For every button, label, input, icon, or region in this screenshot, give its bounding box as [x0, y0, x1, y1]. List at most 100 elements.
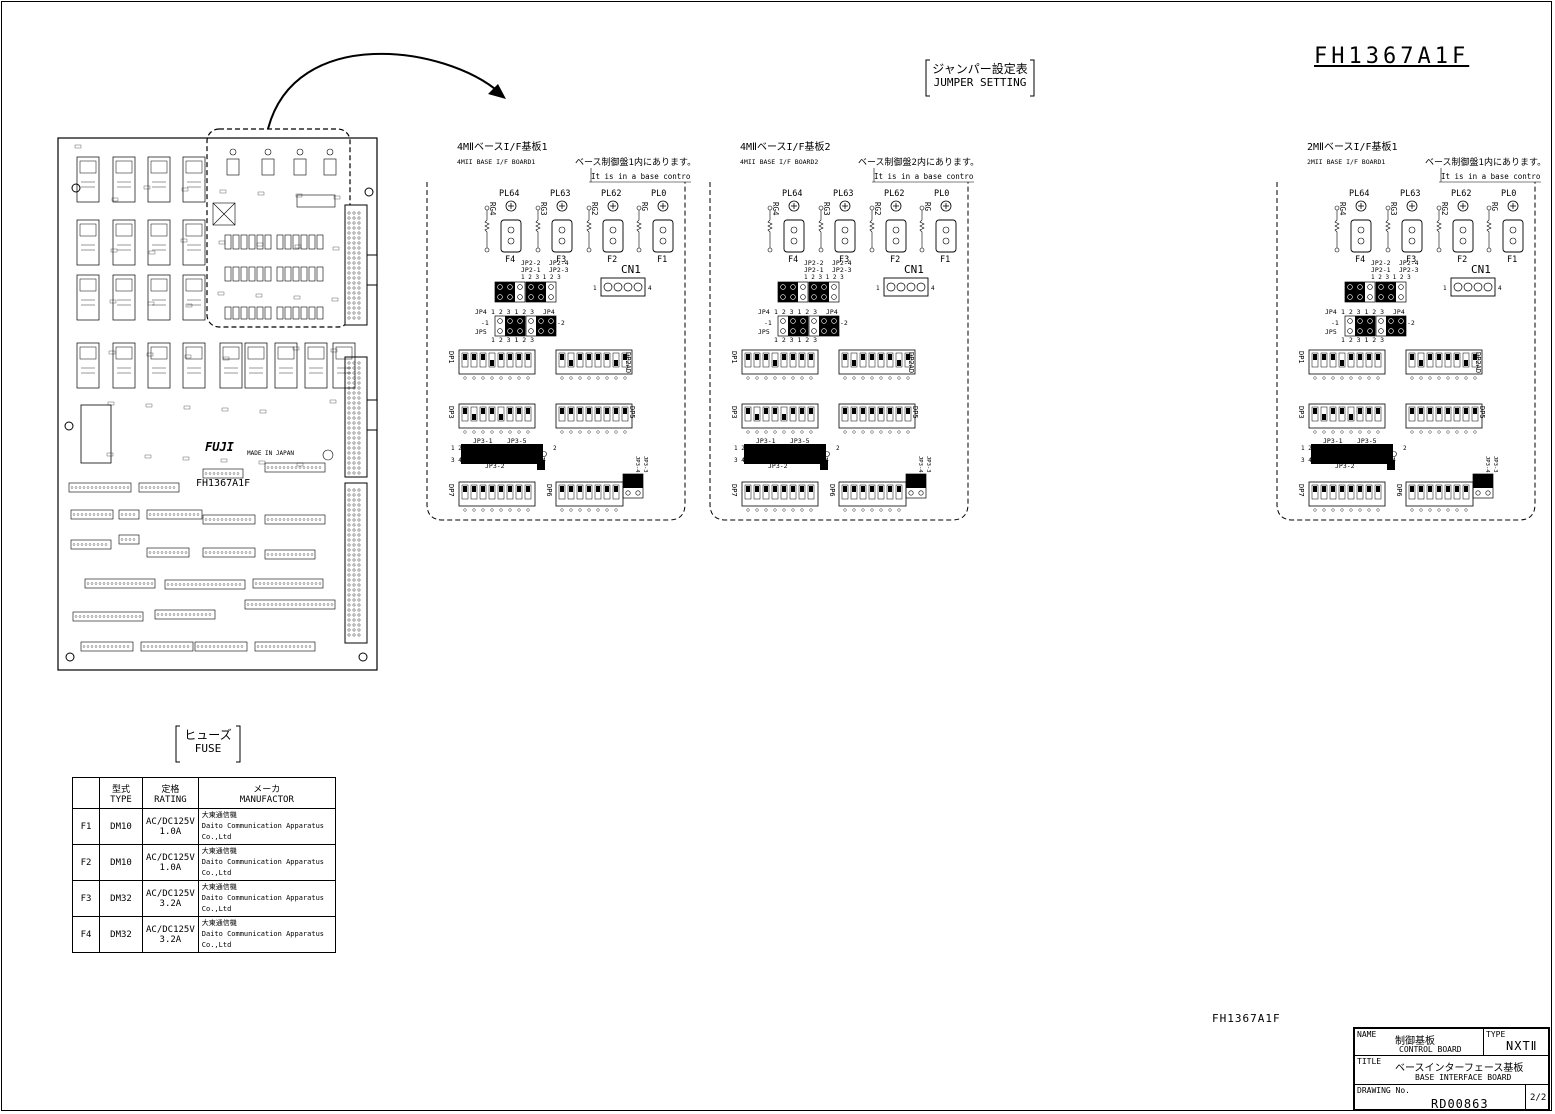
drawing-code-title: FH1367A1F [1314, 44, 1470, 69]
dip-switch [1308, 481, 1386, 507]
led-icon [788, 200, 800, 212]
svg-text:1 2 3 1 2 3: 1 2 3 1 2 3 [1341, 308, 1384, 316]
fuse-holder-icon [551, 219, 573, 253]
jp3-jumper-block [461, 444, 543, 464]
svg-text:JP2-2: JP2-2 [521, 259, 541, 267]
board-title-en: 4MII BASE I/F BOARD1 [457, 158, 535, 166]
fuse-label: F1 [1507, 255, 1517, 265]
svg-text:3 4: 3 4 [451, 457, 462, 464]
pcb-drawing: FUJI MADE IN JAPAN FH1367A1F [57, 52, 506, 671]
fuse-label: F3 [556, 255, 566, 265]
jp3-jumper-block [744, 444, 826, 464]
dip-label: DP5 [628, 406, 636, 419]
svg-text:JP2-1: JP2-1 [521, 266, 541, 274]
cn1-connector [1450, 277, 1496, 297]
tb-type-cell: TYPE NXTⅡ [1483, 1028, 1549, 1056]
led-icon [890, 200, 902, 212]
cn1-label: CN1 [621, 263, 641, 276]
pcb-board-code: FH1367A1F [196, 478, 250, 489]
pl-label: PL0 [651, 189, 666, 199]
fuse-holder-icon [652, 219, 674, 253]
dip-switch [458, 349, 536, 375]
rg-label: RG2 [873, 202, 882, 216]
svg-text:-1: -1 [481, 319, 489, 327]
jumper-setting-jp: ジャンパー設定表 [932, 62, 1028, 76]
dip-switch [1308, 403, 1386, 429]
pl-label: PL62 [884, 189, 904, 199]
dip-label: DP3 [730, 406, 738, 419]
pl-label: PL62 [601, 189, 621, 199]
dip-switch [838, 403, 916, 429]
dip-label: DP3 [1297, 406, 1305, 419]
dip-switch [1308, 349, 1386, 375]
pl-label: PL0 [934, 189, 949, 199]
led-icon [1457, 200, 1469, 212]
fuse-legend-jp: ヒューズ [184, 728, 232, 742]
fuse-label: F3 [839, 255, 849, 265]
board-title-en: 2MII BASE I/F BOARD1 [1307, 158, 1385, 166]
rg-label: RG2 [590, 202, 599, 216]
pl-label: PL63 [833, 189, 853, 199]
svg-text:JP5: JP5 [1325, 328, 1337, 336]
fuse-label: F4 [505, 255, 515, 265]
jumper-setting-en: JUMPER SETTING [933, 76, 1027, 89]
pcb-highlight-box [206, 128, 351, 328]
drawing-code-bottom: FH1367A1F [1212, 1012, 1281, 1025]
led-icon [1406, 200, 1418, 212]
rg-label: RG3 [822, 202, 831, 216]
jp3-jumper-block [1311, 444, 1393, 464]
panel-outline [1276, 182, 1536, 521]
svg-text:JP2-1: JP2-1 [1371, 266, 1391, 274]
svg-text:1 2: 1 2 [1301, 445, 1312, 452]
svg-text:4: 4 [648, 285, 652, 292]
board-note-en: It is in a base control box 1. [1441, 172, 1541, 181]
rg-label: RG2 [1440, 202, 1449, 216]
callout-arrowhead [488, 84, 506, 99]
svg-text:JP4: JP4 [758, 308, 770, 316]
legend-brackets [925, 59, 1035, 97]
dip-switch [555, 403, 633, 429]
tb-type-value: NXTⅡ [1506, 1039, 1538, 1053]
svg-text:1 2 3 1 2 3: 1 2 3 1 2 3 [521, 274, 561, 281]
svg-text:3 4: 3 4 [818, 457, 829, 464]
dip-label: DP3 [447, 406, 455, 419]
svg-text:JP3-1: JP3-1 [756, 437, 776, 445]
tb-name-jp: 制御基板 [1395, 1036, 1435, 1047]
pl-label: PL63 [1400, 189, 1420, 199]
svg-text:2: 2 [836, 445, 840, 452]
dip-switch [741, 481, 819, 507]
dip-switch [458, 481, 536, 507]
svg-text:1 2 3 1 2 3: 1 2 3 1 2 3 [1371, 274, 1411, 281]
pl-label: PL64 [1349, 189, 1369, 199]
board-note-jp: ベース制御盤2内にあります。 [858, 156, 974, 168]
fuse-holder-icon [783, 219, 805, 253]
dip-switch [838, 349, 916, 375]
pl-label: PL64 [499, 189, 519, 199]
svg-text:JP3-4: JP3-4 [634, 456, 640, 473]
rg-label: RG3 [1389, 202, 1398, 216]
svg-text:1: 1 [593, 285, 597, 292]
svg-text:JP4: JP4 [826, 308, 838, 316]
pcb-side-connector [344, 482, 368, 644]
svg-text:-1: -1 [764, 319, 772, 327]
led-icon [607, 200, 619, 212]
dip-label: DP5 [911, 406, 919, 419]
rg-label: RG4 [1338, 202, 1347, 216]
dip-label: DP6 [1395, 484, 1403, 497]
dip-label: DP1 [1297, 351, 1305, 364]
dip-label: DP7 [447, 484, 455, 497]
dip-label: DP2AD [1474, 352, 1482, 373]
dip-switch [741, 403, 819, 429]
svg-text:3 4: 3 4 [734, 457, 745, 464]
svg-text:JP3-3: JP3-3 [925, 456, 931, 473]
svg-text:JP2-1: JP2-1 [804, 266, 824, 274]
svg-text:JP4: JP4 [543, 308, 555, 316]
pcb-outline [57, 137, 378, 671]
svg-text:JP2-3: JP2-3 [549, 266, 569, 274]
fuse-holder-icon [1452, 219, 1474, 253]
